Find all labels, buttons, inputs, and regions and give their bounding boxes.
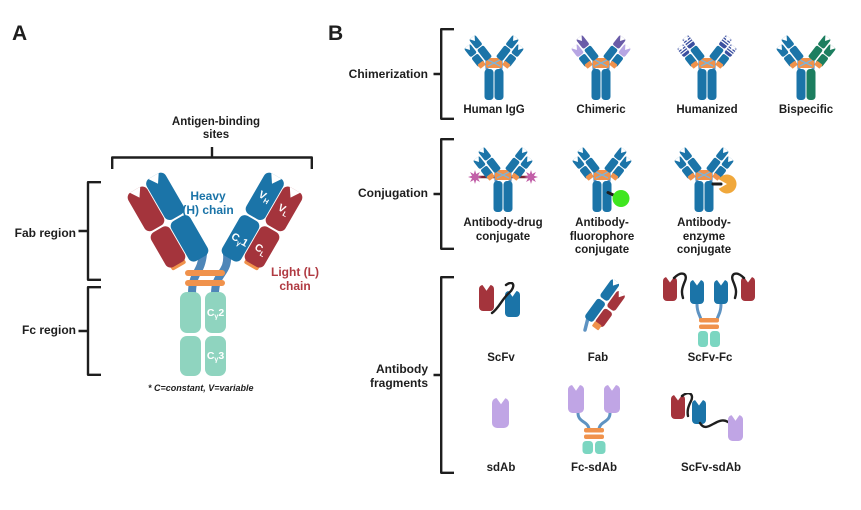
heavy-chain-label: Heavy (H) chain [182, 189, 234, 217]
sdab-icon [492, 398, 509, 428]
item-label-human-igg: Human IgG [463, 104, 525, 116]
antibody-fragments-bracket [433, 276, 454, 474]
item-label-antibody-enzyme-conjugate: Antibody- enzyme conjugate [676, 217, 732, 257]
fc-domain-ch2-left [180, 292, 201, 333]
ch1-label: Cγ1 [228, 231, 250, 251]
right-light-chain: VL CL [244, 186, 303, 271]
drug-star-icon [468, 170, 538, 184]
item-label-fc-sdab: Fc-sdAb [571, 462, 617, 474]
fc-region-label: Fc region [21, 323, 76, 337]
fab-icon [583, 278, 626, 332]
item-label-humanized: Humanized [676, 104, 738, 116]
fab-region-label: Fab region [14, 226, 76, 240]
right-heavy-chain: VH Cγ1 [221, 172, 284, 262]
item-label-antibody-fluorophore-conjugate: Antibody- fluorophore conjugate [569, 217, 635, 257]
scfv-linker [490, 282, 515, 315]
fc-sdab-icon [568, 385, 620, 454]
antibody-enzyme-conjugate-icon [674, 147, 737, 212]
hinge-bar [185, 280, 225, 286]
vl-label: VL [275, 202, 292, 220]
antibody-structure-diagram: Cγ2 Cγ3 VH Cγ1 VL [127, 172, 303, 376]
cl-label: CL [252, 241, 270, 259]
item-label-chimeric: Chimeric [576, 104, 626, 116]
ch2-label: Cγ2 [207, 307, 225, 321]
light-chain-label: Light (L) chain [271, 265, 319, 293]
panel-b-letter: B [328, 22, 344, 45]
chimeric-antibody-icon [571, 35, 631, 100]
item-label-scfv: ScFv [487, 352, 515, 364]
fc-domain-ch3-left [180, 336, 201, 376]
item-label-sdab: sdAb [486, 462, 516, 474]
scfv-sdab-icon [671, 393, 743, 441]
vh-label: VH [256, 189, 273, 207]
antibody-fluorophore-conjugate-icon [572, 147, 632, 212]
group-label-antibody-fragments: Antibody fragments [369, 362, 428, 390]
item-label-fab: Fab [587, 352, 609, 364]
antigen-binding-bracket [111, 147, 313, 169]
left-heavy-chain [146, 172, 209, 262]
fluorophore-icon [612, 190, 630, 207]
human-igg-icon [464, 35, 524, 100]
enzyme-pacman-icon [718, 174, 737, 194]
left-light-chain [127, 186, 186, 271]
fc-region-bracket [78, 286, 101, 376]
item-label-bispecific: Bispecific [778, 104, 834, 116]
panel-a-letter: A [12, 22, 28, 45]
hinge-bar [185, 270, 225, 276]
scfv-fc-icon [663, 272, 755, 347]
item-label-scfv-sdab: ScFv-sdAb [680, 462, 742, 474]
scfv-icon [479, 282, 520, 317]
item-label-antibody-drug-conjugate: Antibody-drug conjugate [463, 217, 543, 243]
antibody-drug-conjugate-icon [468, 147, 538, 212]
conjugation-bracket [433, 138, 454, 250]
antigen-binding-sites-label: Antigen-binding sites [171, 116, 261, 142]
item-label-scfv-fc: ScFv-Fc [687, 352, 733, 364]
ch3-label: Cγ3 [207, 350, 225, 364]
group-label-conjugation: Conjugation [358, 186, 428, 200]
footnote: * C=constant, V=variable [148, 383, 254, 393]
chimerization-bracket [433, 28, 454, 120]
group-label-chimerization: Chimerization [348, 67, 428, 81]
fc-domain-ch3-right [205, 336, 226, 376]
humanized-antibody-icon [677, 35, 737, 100]
bispecific-antibody-icon [776, 35, 836, 100]
fc-domain-ch2-right [205, 292, 226, 333]
fab-region-bracket [78, 181, 101, 281]
